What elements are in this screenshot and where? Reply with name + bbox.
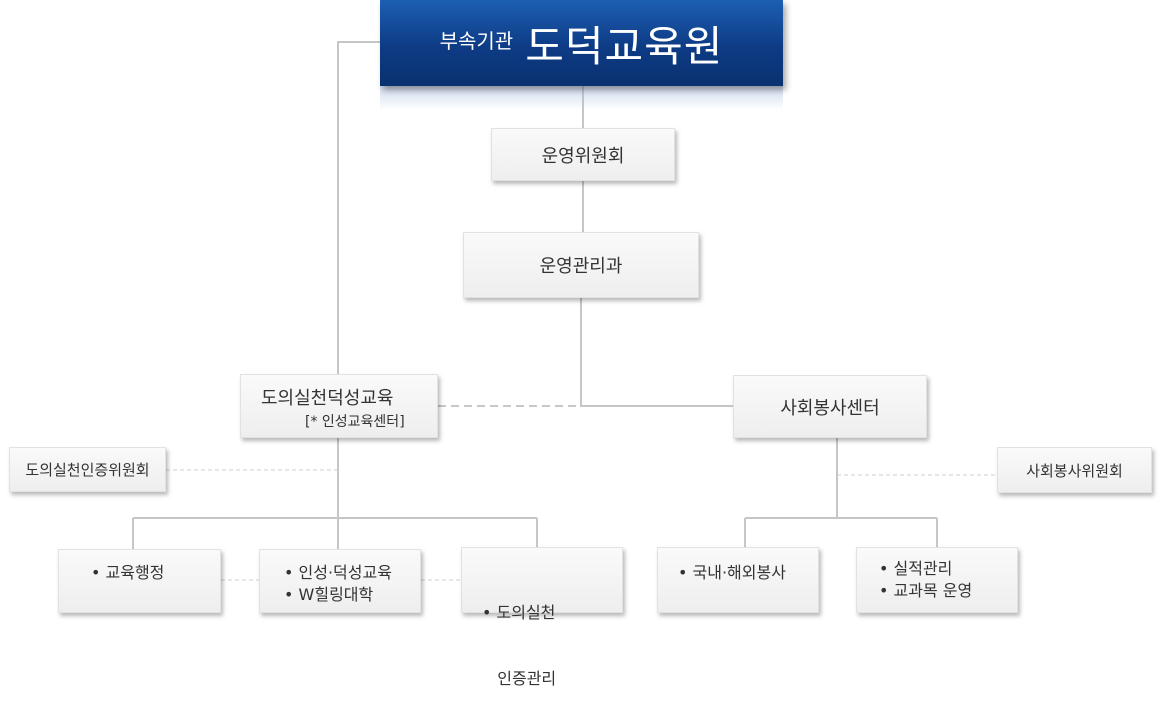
node-social-center: 사회봉사센터: [733, 375, 927, 438]
leaf-character-line-1: • 인성·덕성교육: [284, 563, 392, 582]
node-cert-committee: 도의실천인증위원회: [9, 447, 166, 492]
leaf-character: • 인성·덕성교육 • W힐링대학: [259, 549, 421, 613]
org-title-banner: 부속기관 도덕교육원: [380, 0, 783, 86]
title-main: 도덕교육원: [525, 21, 724, 71]
moral-center-title: 도의실천덕성교육: [261, 388, 394, 409]
leaf-performance-line-1: • 실적관리: [879, 559, 953, 578]
connector-lines: [132, 41, 997, 581]
moral-center-subtitle: [* 인성교육센터]: [305, 414, 405, 430]
leaf-volunteer-line-1: • 국내·해외봉사: [678, 563, 786, 582]
line-office-to-social-center: [580, 298, 733, 407]
leaf-edu-admin-line-1: • 교육행정: [91, 563, 165, 582]
leaf-volunteer: • 국내·해외봉사: [657, 547, 819, 613]
title-reflection: [380, 86, 783, 110]
leaf-performance: • 실적관리 • 교과목 운영: [856, 547, 1018, 613]
node-office: 운영관리과: [463, 232, 699, 298]
leaf-cert: • 도의실천 인증관리: [461, 547, 623, 688]
leaf-edu-admin: • 교육행정: [58, 549, 221, 613]
title-subtitle: 부속기관: [439, 28, 514, 53]
node-committee: 운영위원회: [491, 128, 675, 181]
leaf-cert-line-1: • 도의실천: [482, 603, 556, 622]
leaf-performance-line-2: • 교과목 운영: [879, 581, 973, 600]
line-title-to-moral-center: [337, 41, 380, 374]
node-social-committee: 사회봉사위원회: [997, 447, 1152, 493]
leaf-character-line-2: • W힐링대학: [284, 585, 374, 604]
node-moral-center: 도의실천덕성교육 [* 인성교육센터]: [240, 374, 438, 438]
leaf-cert-line-2: 인증관리: [482, 669, 557, 688]
